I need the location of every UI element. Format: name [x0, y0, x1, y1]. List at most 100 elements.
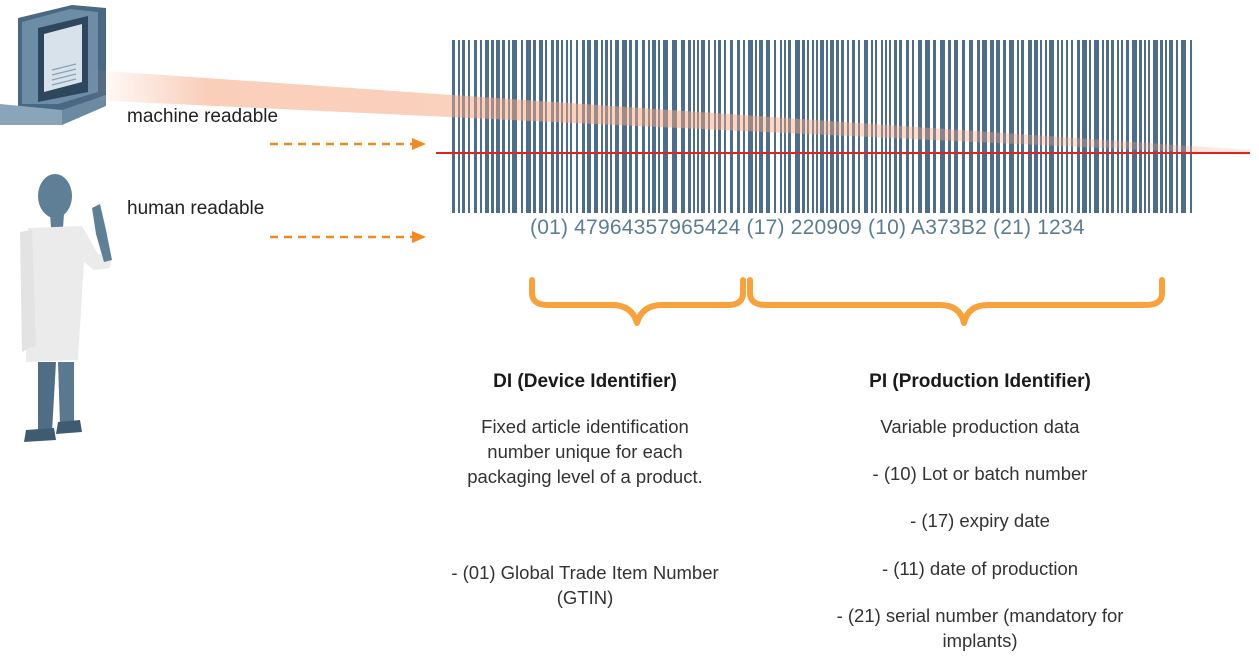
- barcode-bar: [458, 40, 460, 213]
- barcode-bar: [918, 40, 922, 213]
- human-readable-arrow-overlay: [270, 231, 426, 243]
- barcode-bar: [925, 40, 930, 213]
- barcode-bar: [1066, 40, 1068, 213]
- barcode-bar: [1057, 40, 1059, 213]
- barcode-bar: [1082, 40, 1087, 213]
- barcode-scanner-icon: [0, 5, 106, 125]
- barcode-bar: [1169, 40, 1173, 213]
- barcode-bar: [508, 40, 510, 213]
- barcode-bar: [1040, 40, 1042, 213]
- barcode-illustration: [90, 40, 1250, 213]
- pi-item-serial: - (21) serial number (mandatory for impl…: [836, 605, 1124, 651]
- barcode-bar: [1126, 40, 1129, 213]
- barcode-bar: [1003, 40, 1006, 213]
- barcode-bar: [933, 40, 936, 213]
- barcode-bar: [594, 40, 598, 213]
- di-title: DI (Device Identifier): [493, 371, 677, 392]
- barcode-bar: [954, 40, 958, 213]
- barcode-bar: [462, 40, 465, 213]
- barcode-bar: [1111, 40, 1114, 213]
- barcode-bar: [496, 40, 500, 213]
- barcode-bar: [576, 40, 578, 213]
- barcode-bar: [1153, 40, 1158, 213]
- barcode-bar: [1021, 40, 1024, 213]
- barcode-bar: [485, 40, 489, 213]
- barcode-bar: [1176, 40, 1178, 213]
- barcode-bar: [912, 40, 914, 213]
- barcode-bar: [1028, 40, 1032, 213]
- barcode-bar: [1034, 40, 1038, 213]
- pi-item-lot: - (10) Lot or batch number: [872, 463, 1088, 484]
- barcode-bar: [990, 40, 994, 213]
- barcode-bar: [642, 40, 645, 213]
- barcode-bar: [521, 40, 523, 213]
- barcode-bar: [977, 40, 980, 213]
- machine-readable-label: machine readable: [127, 106, 279, 127]
- barcode-bar: [982, 40, 987, 213]
- di-brace: [529, 277, 746, 326]
- barcode-bar: [474, 40, 477, 213]
- pi-item-production-date: - (11) date of production: [881, 558, 1079, 579]
- di-gtin-item: - (01) Global Trade Item Number (GTIN): [451, 562, 719, 608]
- barcode-bar: [1139, 40, 1142, 213]
- barcode-bar: [1106, 40, 1109, 213]
- barcode-bar: [1132, 40, 1137, 213]
- barcode-bar: [1181, 40, 1186, 213]
- barcode-bar: [502, 40, 505, 213]
- pi-item-expiry: - (17) expiry date: [910, 510, 1050, 531]
- barcode-bar: [1102, 40, 1104, 213]
- barcode-bar: [468, 40, 470, 213]
- barcode-bar: [940, 40, 945, 213]
- barcode-human-readable-text: (01) 47964357965424 (17) 220909 (10) A37…: [530, 216, 1085, 239]
- barcode-bar: [1089, 40, 1091, 213]
- barcode-bar: [566, 40, 568, 213]
- barcode-bar: [1117, 40, 1119, 213]
- barcode-bar: [1121, 40, 1123, 213]
- pi-brace: [747, 277, 1165, 326]
- barcode-bar: [551, 40, 554, 213]
- barcode-bar: [582, 40, 585, 213]
- barcode-bar: [1045, 40, 1047, 213]
- barcode-bar: [635, 40, 638, 213]
- barcode-bar: [1009, 40, 1014, 213]
- barcode-bar: [962, 40, 965, 213]
- barcode-bar: [1071, 40, 1073, 213]
- scan-beam: [90, 70, 1250, 155]
- barcode-bar: [587, 40, 591, 213]
- human-readable-label: human readable: [127, 198, 265, 219]
- barcode-bar: [629, 40, 632, 213]
- barcode-bar: [610, 40, 612, 213]
- pi-title: PI (Production Identifier): [869, 371, 1091, 392]
- identifier-braces: [529, 277, 1165, 326]
- di-description: Fixed article identification number uniq…: [467, 416, 703, 487]
- barcode-bar: [526, 40, 531, 213]
- barcode-bar: [1017, 40, 1019, 213]
- barcode-bar: [491, 40, 494, 213]
- barcode-bar: [545, 40, 547, 213]
- barcode-bar: [1094, 40, 1099, 213]
- barcode-bar: [533, 40, 536, 213]
- barcode-bar: [1160, 40, 1163, 213]
- barcode-bar: [1061, 40, 1063, 213]
- barcode-bar: [601, 40, 603, 213]
- barcode-bar: [605, 40, 608, 213]
- barcode-bar: [1049, 40, 1054, 213]
- barcode-bar: [615, 40, 619, 213]
- barcode-bar: [570, 40, 572, 213]
- barcode-bar: [1148, 40, 1150, 213]
- barcode-bar: [1144, 40, 1146, 213]
- barcode-bar: [1165, 40, 1167, 213]
- barcode-bar: [480, 40, 482, 213]
- barcode-bar: [969, 40, 973, 213]
- barcode-bar: [996, 40, 1000, 213]
- barcode-bar: [622, 40, 627, 213]
- barcode-bar: [452, 40, 455, 213]
- barcode-bar: [948, 40, 951, 213]
- barcode-bar: [1077, 40, 1080, 213]
- barcode-bar: [1190, 40, 1192, 213]
- barcode-bar: [556, 40, 559, 213]
- barcode-bar: [512, 40, 517, 213]
- machine-readable-arrow: [270, 138, 426, 150]
- scientist-icon: [20, 174, 112, 442]
- barcode-bar: [561, 40, 563, 213]
